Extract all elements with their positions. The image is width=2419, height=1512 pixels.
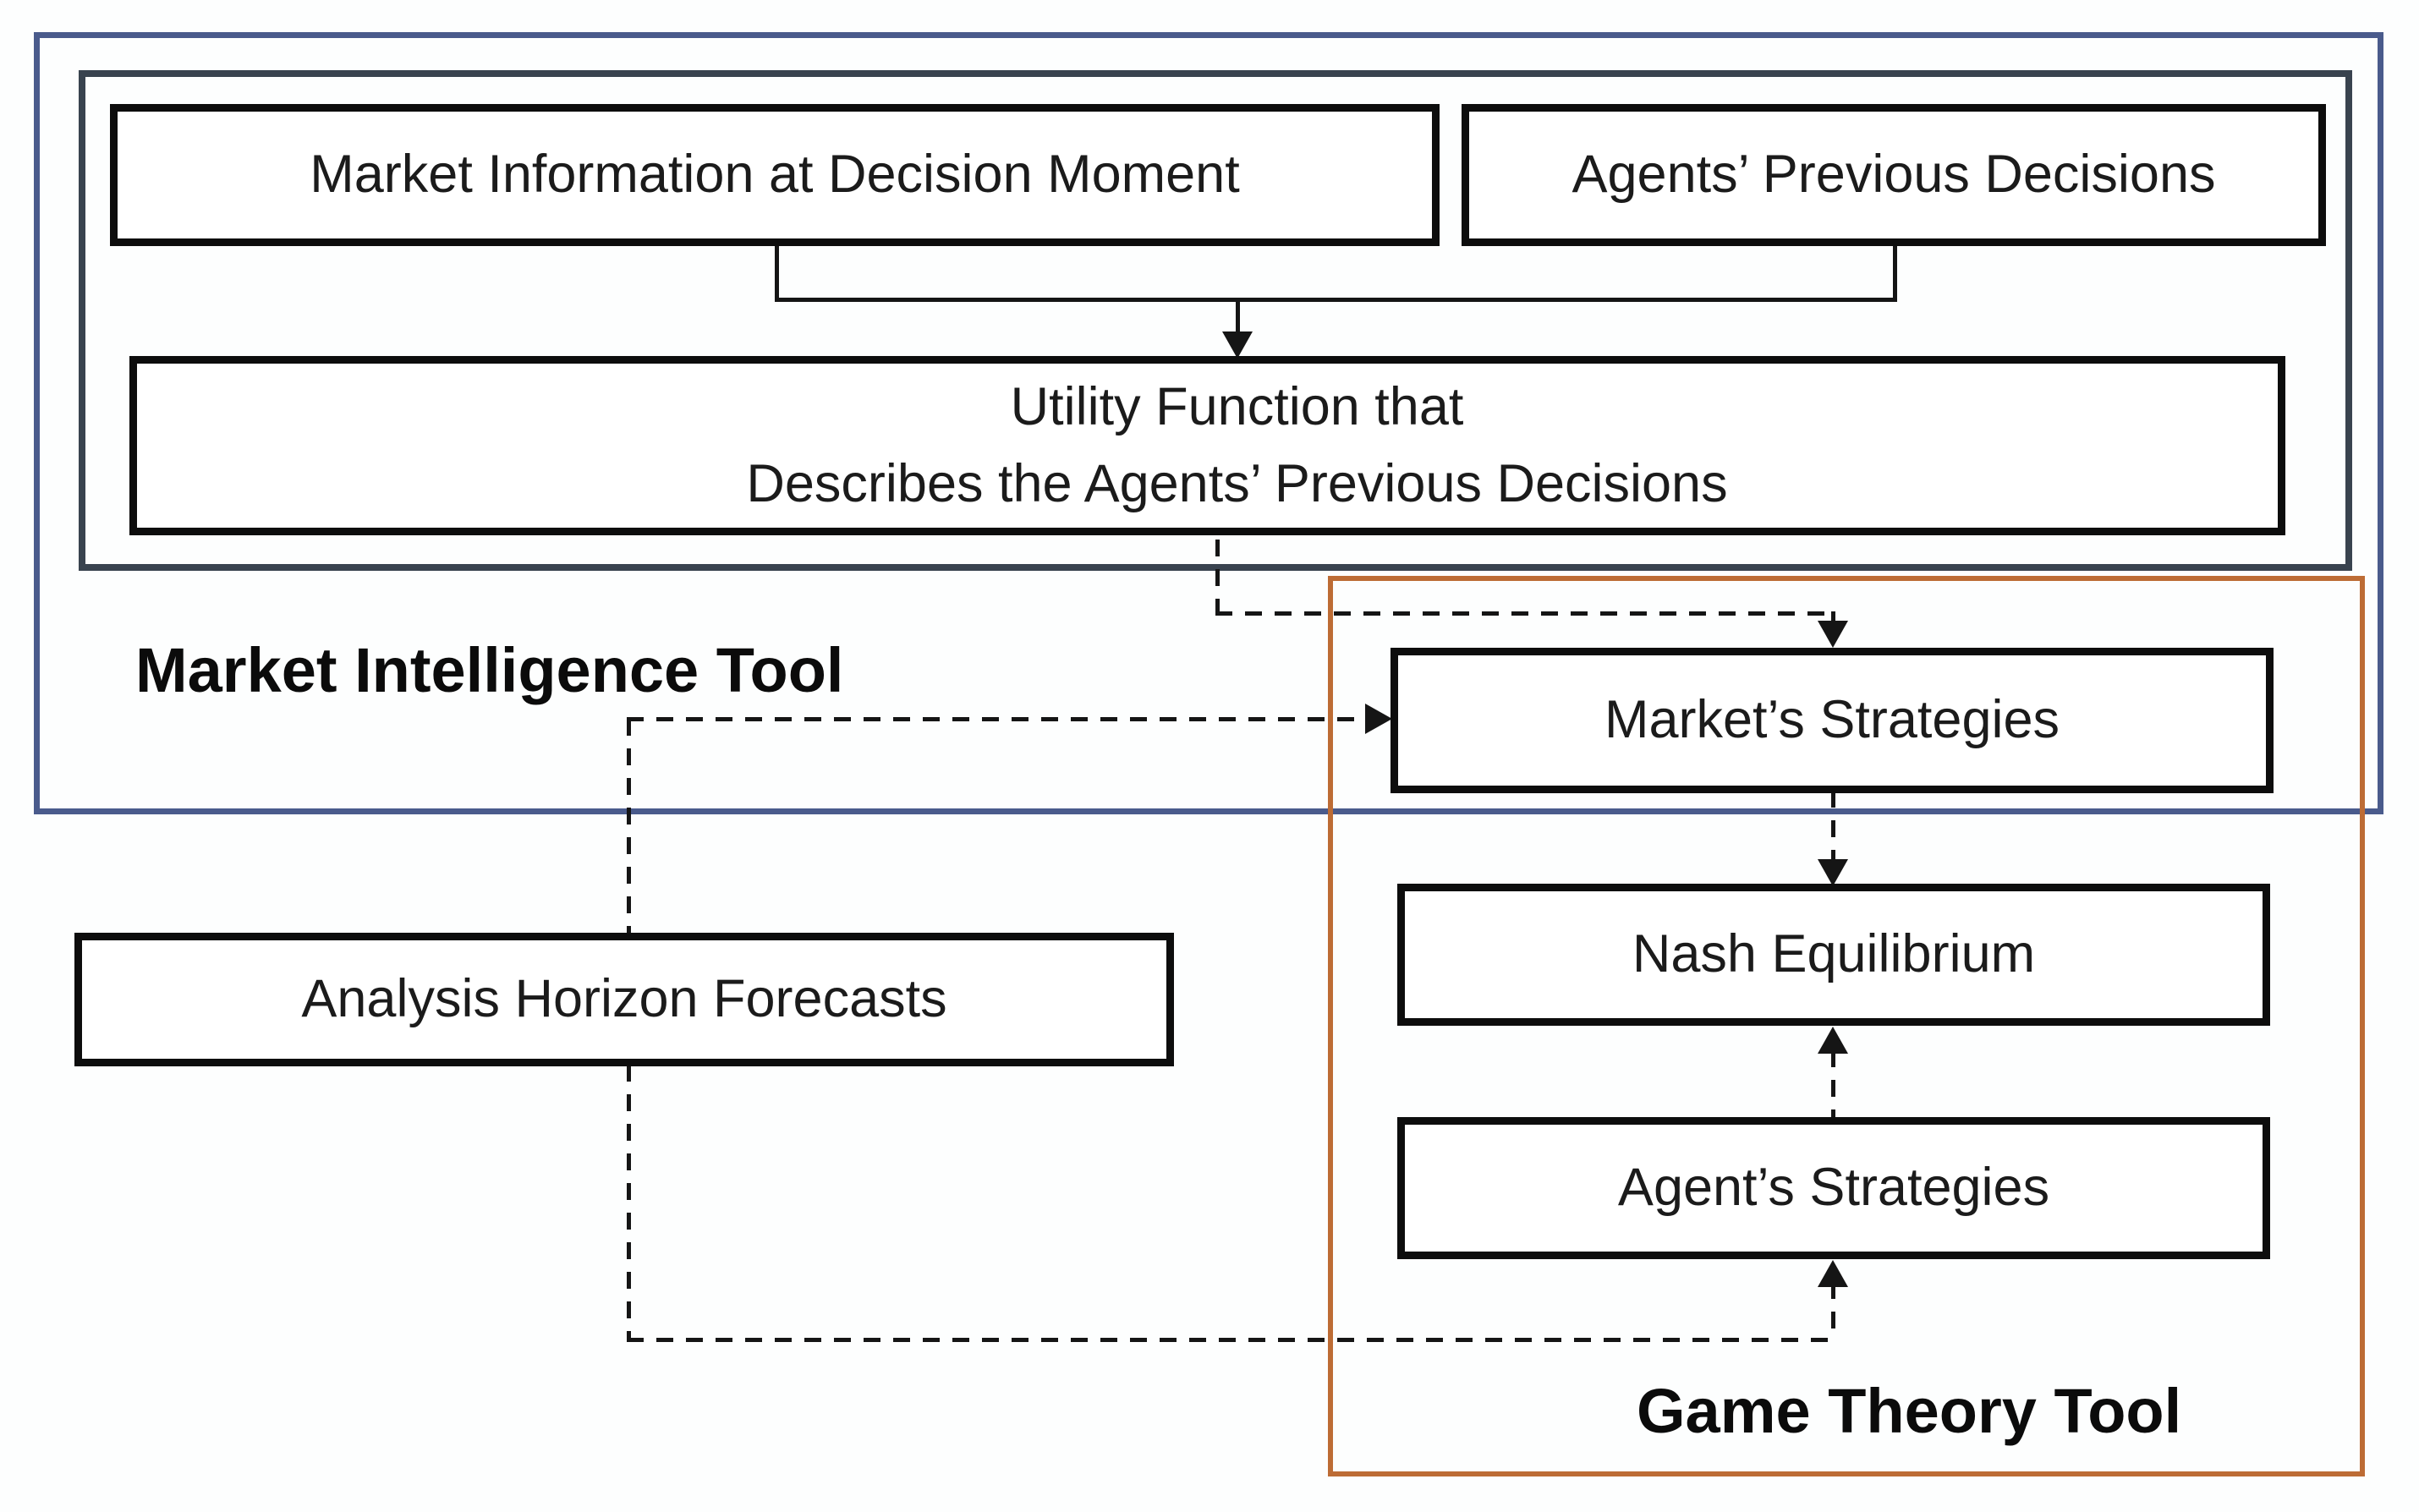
markets-strategies-box: Market’s Strategies [1391,648,2274,793]
connector-agents-to-nash [1831,1050,1835,1120]
agents-previous-decisions-label: Agents’ Previous Decisions [1572,145,2216,205]
nash-equilibrium-label: Nash Equilibrium [1632,924,2036,984]
arrowhead-into-utility-top [1222,331,1253,359]
arrowhead-into-nash-bottom [1818,1027,1848,1054]
agents-strategies-label: Agent’s Strategies [1617,1158,2050,1218]
agents-previous-decisions-box: Agents’ Previous Decisions [1462,104,2326,246]
analysis-horizon-forecasts-box: Analysis Horizon Forecasts [74,933,1174,1066]
connector-forecasts-to-agents-horizontal [627,1338,1835,1342]
connector-markets-to-nash [1831,791,1835,863]
utility-function-line2: Describes the Agents’ Previous Decisions [746,454,1728,513]
connector-agentsprev-stub [1893,245,1897,301]
market-information-label: Market Information at Decision Moment [310,145,1240,205]
agents-strategies-box: Agent’s Strategies [1397,1117,2270,1259]
market-information-box: Market Information at Decision Moment [110,104,1440,246]
markets-strategies-label: Market’s Strategies [1604,690,2060,750]
market-intelligence-tool-title: Market Intelligence Tool [135,635,844,705]
market-intelligence-tool-container [34,32,2383,814]
connector-utility-to-markets-vertical [1215,540,1220,616]
analysis-horizon-forecasts-label: Analysis Horizon Forecasts [301,969,947,1029]
arrowhead-into-agents-bottom [1818,1260,1848,1287]
nash-equilibrium-box: Nash Equilibrium [1397,884,2270,1026]
connector-marketinfo-stub [775,245,779,301]
utility-function-line1: Utility Function that [1010,376,1464,436]
connector-utility-to-markets-drop [1831,611,1835,625]
utility-function-box: Utility Function that Describes the Agen… [129,356,2285,535]
connector-utility-to-markets-horizontal [1215,611,1835,616]
connector-merge-horizontal [775,298,1897,302]
utility-function-text: Utility Function that Describes the Agen… [687,369,1727,523]
arrowhead-into-markets-left [1365,704,1392,734]
arrowhead-into-nash-top [1818,859,1848,886]
game-theory-tool-title: Game Theory Tool [1637,1376,2182,1446]
arrowhead-into-markets-top [1818,621,1848,648]
game-theory-tool-container [1328,576,2365,1476]
connector-forecasts-to-agents-rise [1831,1282,1835,1341]
connector-forecasts-up-vertical [627,719,631,934]
connector-forecasts-to-markets-horizontal [627,717,1367,721]
connector-forecasts-down-vertical [627,1065,631,1342]
connector-into-utility-drop [1236,298,1240,335]
